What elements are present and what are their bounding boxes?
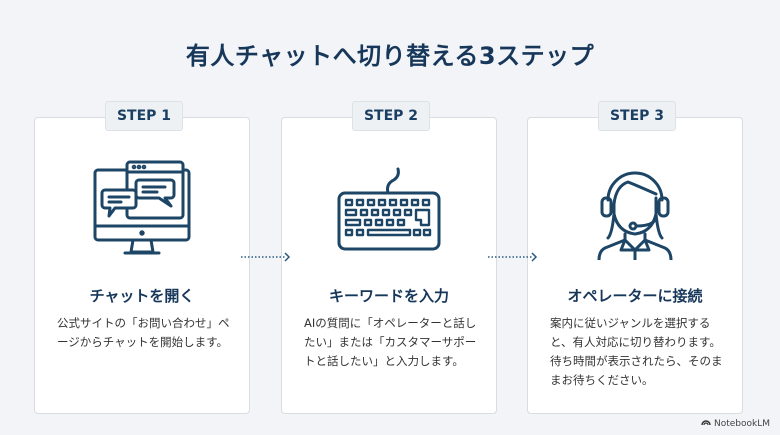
step-badge: STEP 2	[352, 101, 430, 131]
footer-brand: NotebookLM	[701, 418, 770, 429]
step-title: オペレーターに接続	[567, 287, 703, 305]
brand-label: NotebookLM	[713, 418, 770, 429]
dotted-arrow-icon	[241, 252, 291, 262]
step-card-3: オペレーターに接続 案内に従いジャンルを選択すると、有人対応に切り替わります。待…	[527, 117, 743, 414]
chat-monitor-icon	[35, 160, 249, 260]
step-badge: STEP 1	[105, 101, 183, 131]
step-title: チャットを開く	[89, 287, 195, 305]
page-title: 有人チャットへ切り替える3ステップ	[185, 42, 595, 70]
operator-headset-icon	[528, 160, 742, 260]
step-badge: STEP 3	[598, 101, 676, 131]
keyboard-icon	[282, 160, 496, 260]
notebooklm-logo-icon	[701, 418, 711, 429]
step-title: キーワードを入力	[328, 287, 449, 305]
step-description: 公式サイトの「お問い合わせ」ページからチャットを開始します。	[57, 316, 230, 349]
step-card-1: チャットを開く 公式サイトの「お問い合わせ」ページからチャットを開始します。	[34, 117, 250, 414]
step-card-2: キーワードを入力 AIの質問に「オペレーターと話したい」または「カスタマーサポー…	[281, 117, 497, 414]
step-description: AIの質問に「オペレーターと話したい」または「カスタマーサポートと話したい」と入…	[304, 316, 477, 368]
step-description: 案内に従いジャンルを選択すると、有人対応に切り替わります。待ち時間が表示されたら…	[550, 316, 723, 387]
dotted-arrow-icon	[488, 252, 538, 262]
